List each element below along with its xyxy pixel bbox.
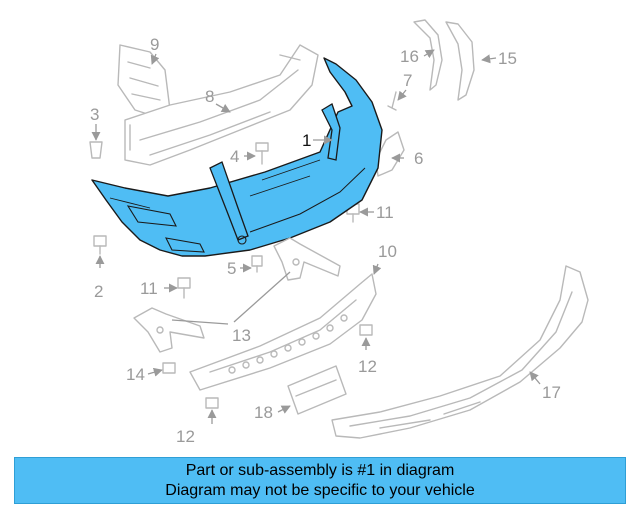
label-part-14: 14 xyxy=(126,365,145,384)
part-10-impact-bar xyxy=(189,273,377,391)
part-12-nut-right xyxy=(359,324,373,336)
part-1-bumper-cover xyxy=(91,57,383,257)
label-part-2: 2 xyxy=(94,282,103,301)
diagram-caption-banner: Part or sub-assembly is #1 in diagram Di… xyxy=(14,457,626,504)
label-part-1: 1 xyxy=(302,131,311,150)
label-part-10: 10 xyxy=(378,242,397,261)
label-part-7: 7 xyxy=(403,71,412,90)
part-3-clip xyxy=(89,141,103,159)
label-part-12-right: 12 xyxy=(358,357,377,376)
part-14-bolt xyxy=(162,362,176,374)
part-5-screw xyxy=(251,255,263,273)
caption-line-1: Part or sub-assembly is #1 in diagram xyxy=(185,462,455,479)
label-part-6: 6 xyxy=(414,149,423,168)
label-part-15: 15 xyxy=(498,49,517,68)
part-2-clip xyxy=(93,235,107,255)
label-part-12-left: 12 xyxy=(176,427,195,446)
part-15-trim xyxy=(445,21,475,101)
part-16-trim xyxy=(413,19,443,91)
part-13-bracket-right xyxy=(273,237,341,281)
label-part-11-upper: 11 xyxy=(376,203,394,222)
part-18-plate-bracket xyxy=(287,365,347,415)
label-part-9: 9 xyxy=(150,35,159,54)
label-part-3: 3 xyxy=(90,105,99,124)
parts-diagram: 1 2 3 4 5 6 7 8 9 10 11 11 12 12 13 14 1… xyxy=(89,19,589,446)
caption-line-2: Diagram may not be specific to your vehi… xyxy=(165,482,475,499)
part-11-bolt-lower xyxy=(177,277,191,299)
label-part-18: 18 xyxy=(254,403,273,422)
label-part-8: 8 xyxy=(205,87,214,106)
part-4-bolt xyxy=(255,142,269,165)
part-labels: 1 2 3 4 5 6 7 8 9 10 11 11 12 12 13 14 1… xyxy=(90,35,561,446)
leader-lines xyxy=(91,49,541,424)
label-part-13: 13 xyxy=(232,326,251,345)
part-7-bolt xyxy=(387,91,397,111)
label-part-11-lower: 11 xyxy=(140,279,158,298)
label-part-5: 5 xyxy=(227,259,236,278)
label-part-16: 16 xyxy=(400,47,419,66)
part-17-valance xyxy=(331,265,589,439)
label-part-4: 4 xyxy=(230,147,239,166)
part-12-nut-left xyxy=(205,397,219,409)
label-part-17: 17 xyxy=(542,383,561,402)
part-13-bracket-left xyxy=(133,307,205,353)
